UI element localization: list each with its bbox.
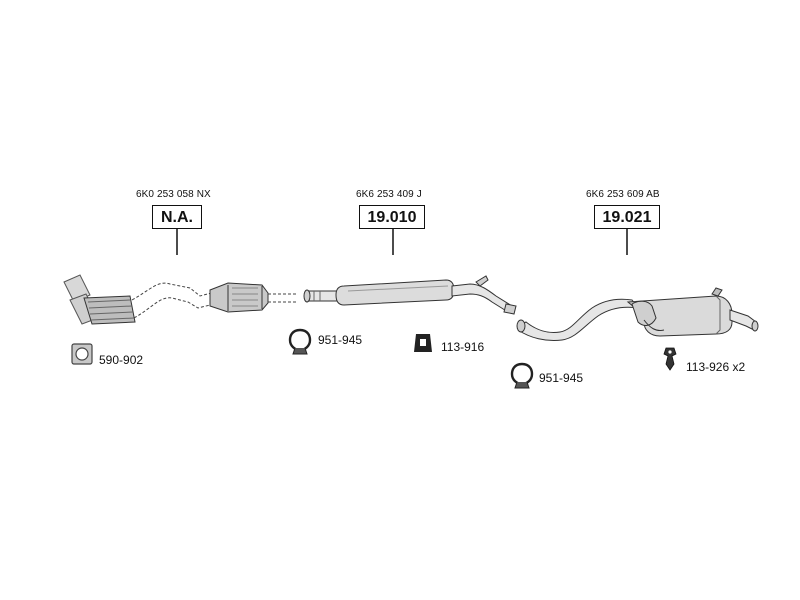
- part-label-clamp-2: 951-945: [539, 371, 584, 385]
- oem-number-front-pipe: 6K0 253 058 NX: [136, 189, 211, 200]
- oem-number-rear-silencer: 6K6 253 609 AB: [586, 189, 660, 200]
- part-label-gasket: 590-902: [99, 353, 144, 367]
- pipe-clamp-icon-2: [510, 362, 534, 389]
- part-label-rubber-mount: 113-916: [441, 340, 485, 354]
- leader-lines: [176, 229, 628, 255]
- oem-number-middle-silencer: 6K6 253 409 J: [356, 189, 422, 200]
- pipe-clamp-icon: [288, 328, 312, 355]
- part-label-hanger: 113-926 x2: [686, 360, 746, 374]
- part-label-clamp: 951-945: [318, 333, 363, 347]
- rear-silencer: [516, 287, 759, 341]
- ref-box-rear-silencer[interactable]: 19.021: [594, 205, 660, 229]
- ref-box-front-pipe[interactable]: N.A.: [152, 205, 202, 229]
- gasket-icon: [71, 343, 93, 365]
- middle-silencer: [303, 275, 517, 315]
- ref-box-middle-silencer[interactable]: 19.010: [359, 205, 425, 229]
- rubber-mount-icon: [414, 334, 432, 352]
- front-pipe-catalyst: [63, 274, 296, 325]
- hanger-icon: [663, 347, 677, 371]
